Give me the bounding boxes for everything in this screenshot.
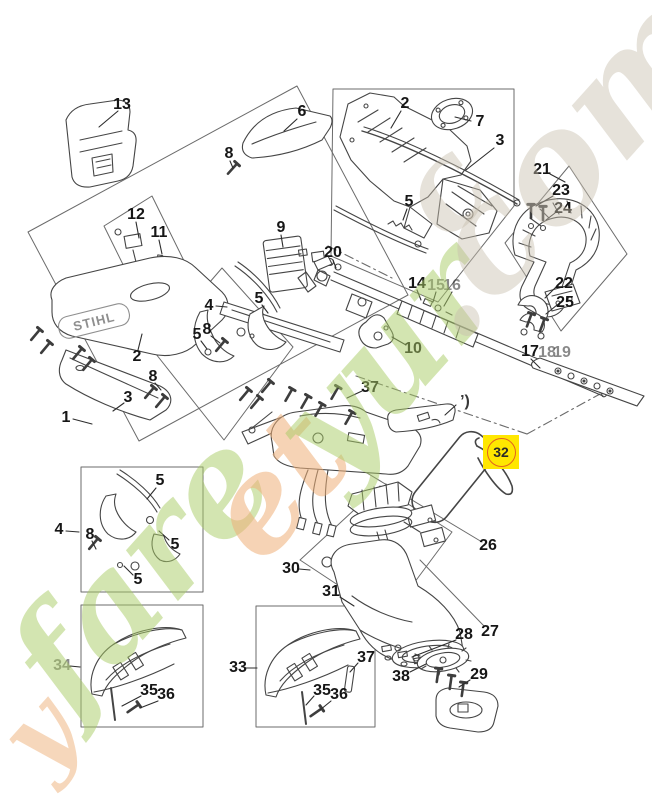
part-20-drive-tube bbox=[297, 255, 609, 398]
part-9-control-module bbox=[262, 235, 308, 293]
highlight-ring: 32 bbox=[486, 437, 516, 467]
part-27-bottom-cover bbox=[435, 687, 499, 733]
highlighted-part-callout: 32 bbox=[483, 435, 519, 469]
part-30-switch bbox=[403, 504, 446, 548]
part-22-25-clamps bbox=[517, 295, 549, 340]
motor-spindle bbox=[347, 481, 413, 587]
part-38-fan-plate bbox=[414, 643, 472, 676]
control-handle-housing bbox=[241, 405, 422, 538]
part-5-lever-spring bbox=[333, 205, 429, 254]
cover-strip-and-clamp bbox=[387, 403, 456, 433]
part-34-deflector-left bbox=[90, 627, 187, 721]
part-6-cover bbox=[241, 107, 333, 159]
highlight-label: 32 bbox=[493, 444, 509, 460]
part-10-hook bbox=[358, 314, 394, 349]
part-4-clutch-cluster bbox=[193, 261, 287, 363]
part-4b-clutch-cluster-lower bbox=[99, 469, 181, 571]
part-17-guard-strip bbox=[531, 357, 645, 407]
part-13-mount-bracket bbox=[65, 99, 137, 188]
leader-lines bbox=[65, 110, 566, 711]
part-2-motor-housing-top bbox=[339, 92, 498, 240]
part-23-24-screws bbox=[527, 222, 547, 232]
part-33-deflector-right bbox=[264, 628, 361, 725]
part-21-loop-handle bbox=[512, 198, 600, 318]
part-3-throttle-rod bbox=[361, 126, 521, 207]
